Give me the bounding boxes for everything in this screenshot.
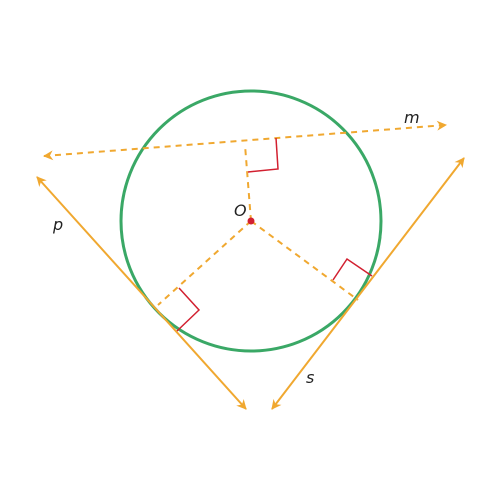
radius-to-p bbox=[157, 220, 252, 306]
center-point bbox=[247, 217, 255, 225]
right-angle-marker-m bbox=[247, 137, 279, 173]
line-p bbox=[36, 176, 247, 410]
radius-to-s bbox=[250, 220, 359, 301]
perpendicular-to-m bbox=[244, 144, 252, 222]
line-p-label: p bbox=[52, 215, 63, 234]
line-s bbox=[271, 157, 465, 410]
line-m-label: m bbox=[404, 108, 420, 127]
line-s-label: s bbox=[306, 368, 314, 387]
line-m bbox=[43, 120, 447, 161]
right-angle-marker-s bbox=[332, 257, 373, 281]
right-angle-marker-p bbox=[176, 287, 201, 332]
center-label: O bbox=[234, 201, 247, 220]
